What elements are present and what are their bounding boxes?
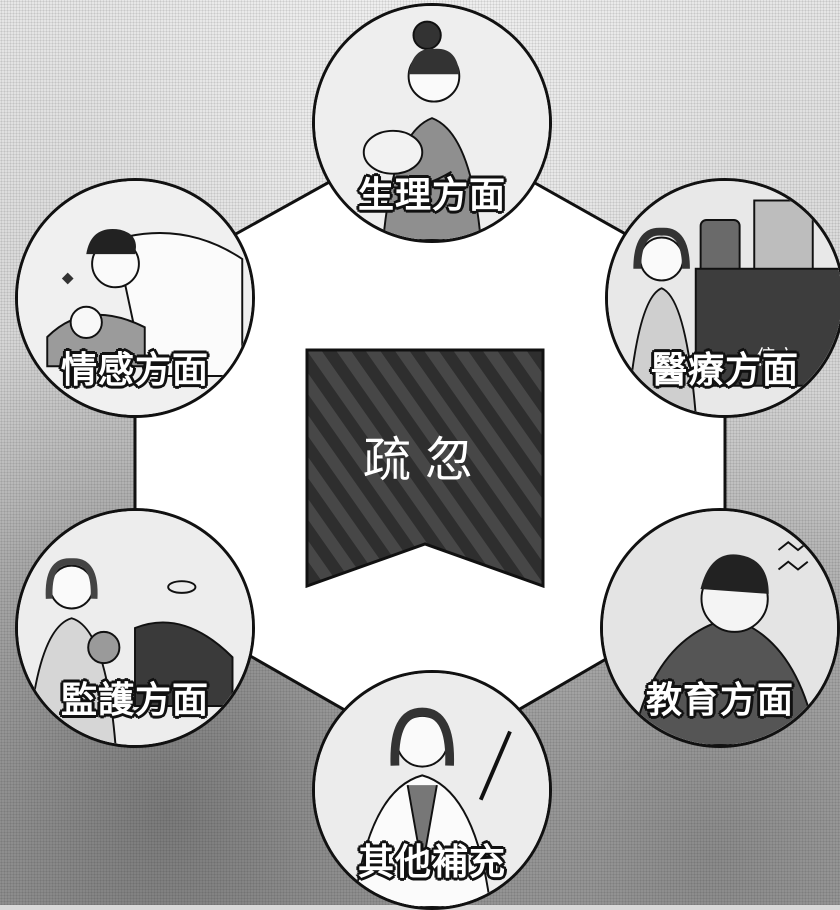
node-supervision: 監護方面: [15, 508, 255, 748]
center-label: 疏忽: [362, 432, 487, 488]
node-label: 情感方面: [60, 350, 210, 391]
node-medical: 偏方 醫療方面: [605, 178, 840, 418]
node-education: 教育方面: [600, 508, 840, 748]
node-label: 生理方面: [357, 175, 507, 216]
mother-holding-crying-baby-illustration: [315, 6, 549, 240]
node-label: 其他補充: [357, 842, 507, 883]
doctor-pointing-illustration: [315, 673, 549, 907]
node-label: 醫療方面: [650, 350, 800, 391]
node-label: 監護方面: [60, 680, 210, 721]
children-playing-with-toy-illustration: [18, 511, 252, 745]
node-label: 教育方面: [645, 680, 795, 721]
folk-remedy-note: 偏方: [756, 345, 796, 369]
node-other: 其他補充: [312, 670, 552, 910]
node-emotional: 情感方面: [15, 178, 255, 418]
mother-caring-for-baby-illustration: [18, 181, 252, 415]
center-ribbon: [305, 348, 545, 588]
stressed-man-with-head-in-hands-illustration: [603, 511, 837, 745]
woman-with-medicine-box-illustration: [608, 181, 840, 415]
node-physical: 生理方面: [312, 3, 552, 243]
